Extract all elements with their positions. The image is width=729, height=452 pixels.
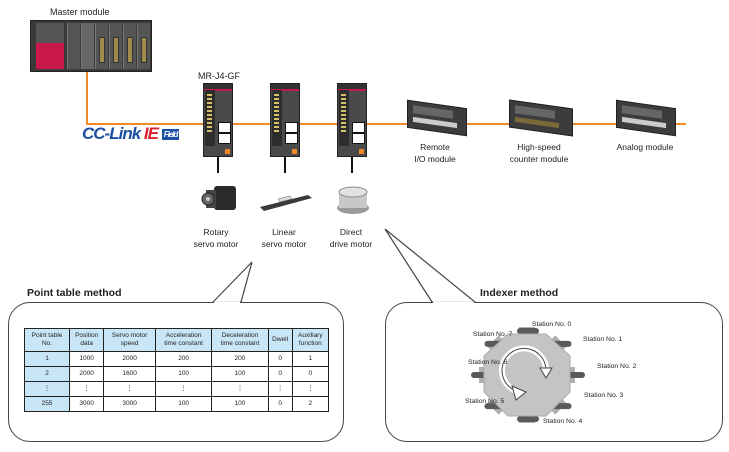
indexer-turntable <box>471 327 585 423</box>
analog-module-label: Analog module <box>616 142 674 152</box>
table-cell: ⋮ <box>103 381 156 397</box>
rotary-servo-motor-icon <box>201 186 236 210</box>
table-cell: 100 <box>211 366 269 382</box>
master-module-label: Master module <box>50 7 110 17</box>
servo-amplifier-1 <box>203 83 233 173</box>
table-cell: 200 <box>211 351 269 367</box>
table-cell: 1 <box>23 351 71 367</box>
point-table-title: Point table method <box>27 287 122 299</box>
table-cell: ⋮ <box>267 381 293 397</box>
network-line-vertical <box>86 70 88 124</box>
master-module <box>30 20 152 72</box>
station-label: Station No. 7 <box>473 331 513 338</box>
table-cell: 1600 <box>103 366 156 382</box>
servo-amplifier-2 <box>270 83 300 173</box>
servo-amplifier-3 <box>337 83 367 173</box>
table-cell: 2 <box>291 396 330 412</box>
table-row: ⋮⋮⋮⋮⋮⋮⋮ <box>23 381 330 397</box>
table-cell: 2 <box>23 366 71 382</box>
table-cell: 0 <box>267 366 293 382</box>
table-cell: 3000 <box>103 396 156 412</box>
table-cell: ⋮ <box>291 381 330 397</box>
table-cell: 1 <box>291 351 330 367</box>
station-label: Station No. 2 <box>597 363 637 370</box>
table-cell: 2000 <box>69 366 105 382</box>
direct-drive-motor-icon <box>337 186 369 214</box>
table-cell: ⋮ <box>211 381 269 397</box>
table-cell: 0 <box>267 351 293 367</box>
table-cell: 1000 <box>69 351 105 367</box>
table-cell: 255 <box>23 396 71 412</box>
table-cell: 0 <box>291 366 330 382</box>
station-label: Station No. 4 <box>543 418 583 425</box>
table-cell: ⋮ <box>69 381 105 397</box>
table-cell: 100 <box>154 366 213 382</box>
station-label: Station No. 5 <box>465 398 505 405</box>
table-cell: 0 <box>267 396 293 412</box>
table-cell: 3000 <box>69 396 105 412</box>
station-label: Station No. 3 <box>584 392 624 399</box>
station-label: Station No. 1 <box>583 336 623 343</box>
amplifier-model-label: MR-J4-GF <box>198 71 240 81</box>
cc-link-ie-field-logo: CC-Link IE Field <box>82 124 180 143</box>
table-cell: ⋮ <box>23 381 71 397</box>
network-line-horizontal <box>86 123 686 125</box>
table-cell: 200 <box>154 351 213 367</box>
table-cell: 2000 <box>103 351 156 367</box>
table-cell: ⋮ <box>154 381 213 397</box>
table-header-cell: Dwell <box>267 328 293 352</box>
station-label: Station No. 0 <box>532 321 572 328</box>
table-cell: 100 <box>211 396 269 412</box>
table-cell: 100 <box>154 396 213 412</box>
indexer-title: Indexer method <box>480 287 559 299</box>
linear-servo-motor-icon <box>260 195 312 211</box>
station-label: Station No. 6 <box>468 359 508 366</box>
